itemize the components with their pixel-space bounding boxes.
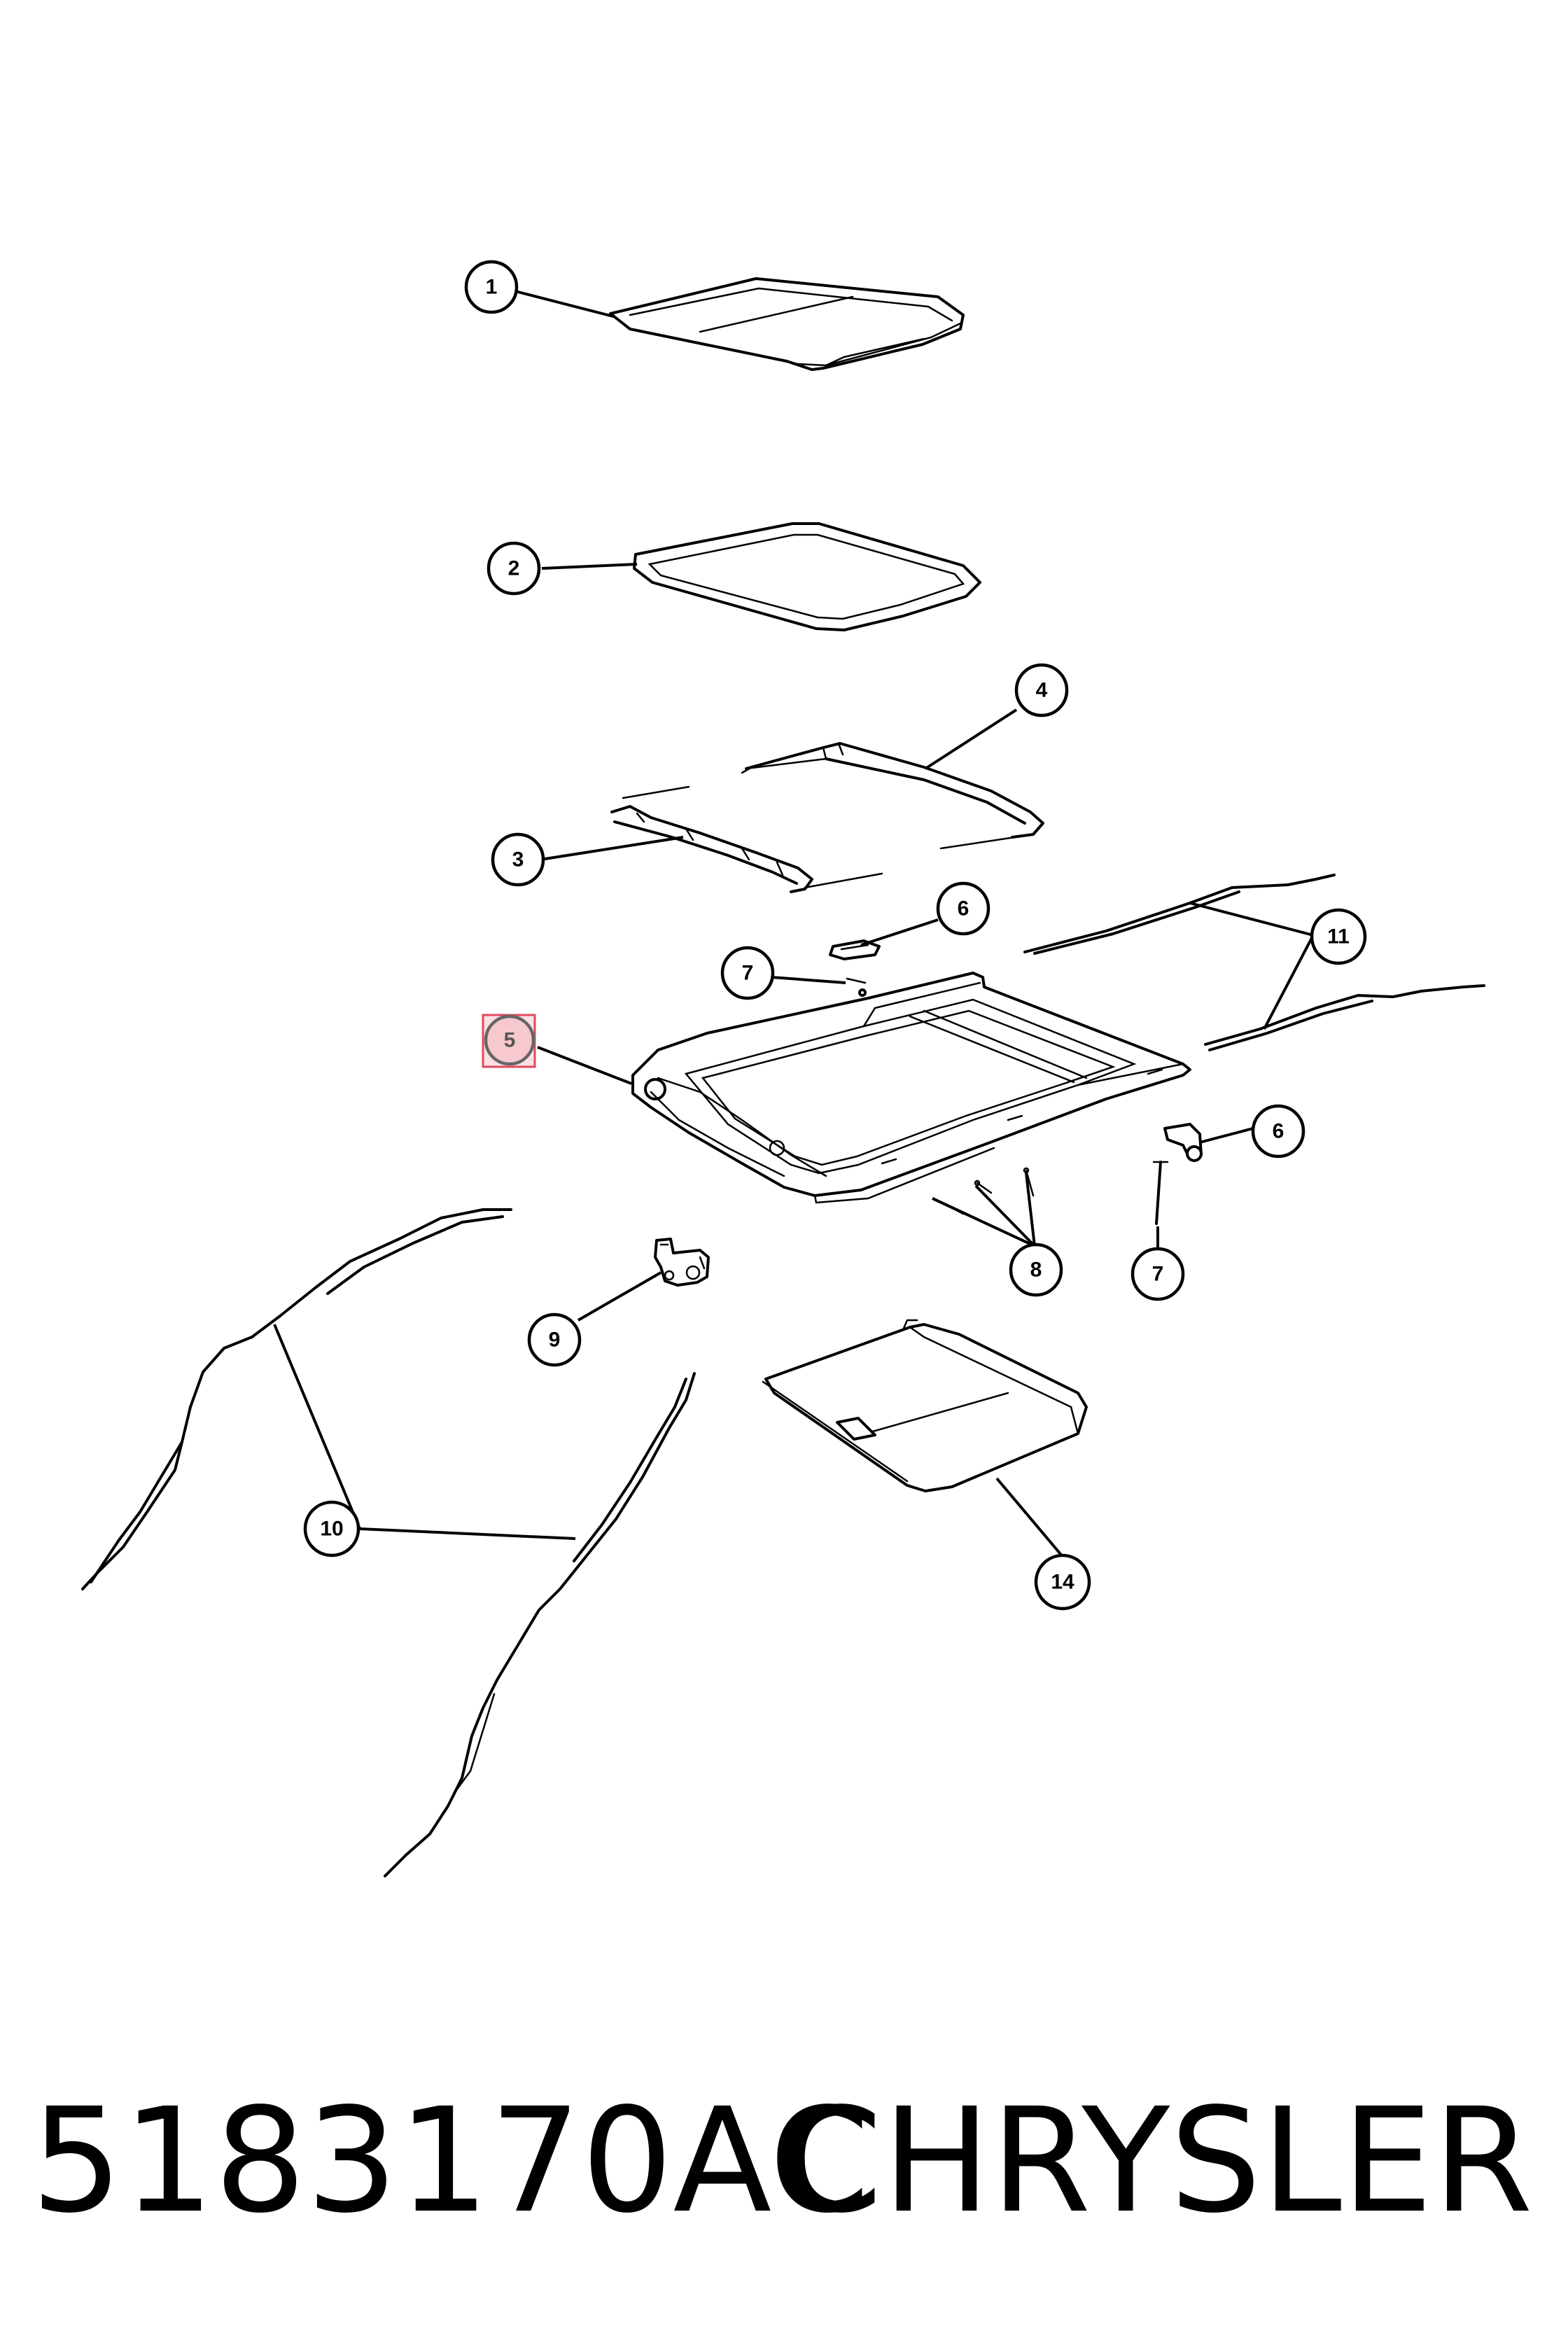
callout-3[interactable]: 3 [491,832,545,887]
part-1-glass-panel [609,277,965,371]
callout-11[interactable]: 11 [1310,908,1367,965]
callout-1[interactable]: 1 [464,260,519,314]
callout-7-upper-label: 7 [742,962,754,985]
callout-2[interactable]: 2 [486,541,541,596]
callout-14-label: 14 [1051,1571,1074,1594]
part-5-sunroof-frame [631,972,1191,1204]
callout-6-upper[interactable]: 6 [936,881,990,936]
callout-4-label: 4 [1036,679,1048,702]
part-6-upper-bracket [829,939,881,960]
part-9-motor [654,1238,710,1287]
leader-lines [273,290,1315,1560]
callout-9-label: 9 [549,1329,561,1352]
callout-7-upper[interactable]: 7 [720,946,775,1000]
part-4-wind-deflector [741,742,1044,850]
callout-2-label: 2 [508,557,520,580]
callout-7-lower[interactable]: 7 [1130,1247,1185,1301]
callout-4[interactable]: 4 [1014,663,1069,718]
part-number: 5183170AC [31,2077,870,2245]
part-7-lower-screw [1152,1161,1169,1225]
part-10-drain-hoses [81,1208,696,1877]
callout-1-label: 1 [486,276,498,299]
callout-6-upper-label: 6 [958,897,969,920]
callout-5[interactable]: 5 [484,1014,536,1066]
callout-8[interactable]: 8 [1009,1242,1063,1297]
callout-10[interactable]: 10 [303,1500,360,1558]
callout-11-label: 11 [1327,925,1350,948]
callout-3-label: 3 [512,848,524,872]
callout-9[interactable]: 9 [527,1312,582,1367]
part-11-drain-tubes [1023,874,1485,1051]
part-7-upper-screw [846,977,867,997]
callout-8-label: 8 [1030,1259,1042,1282]
part-6-lower-bracket [1163,1123,1203,1162]
callout-14[interactable]: 14 [1034,1553,1091,1611]
callout-5-label: 5 [504,1029,516,1052]
part-3-front-rail [610,785,883,893]
callout-7-lower-label: 7 [1152,1263,1164,1286]
brand-name: CHRYSLER [782,2077,1533,2245]
callout-6-lower[interactable]: 6 [1251,1104,1306,1158]
part-2-seal [633,522,981,631]
part-14-sunshade [762,1319,1088,1492]
callout-6-lower-label: 6 [1273,1120,1284,1143]
callout-10-label: 10 [320,1518,343,1541]
